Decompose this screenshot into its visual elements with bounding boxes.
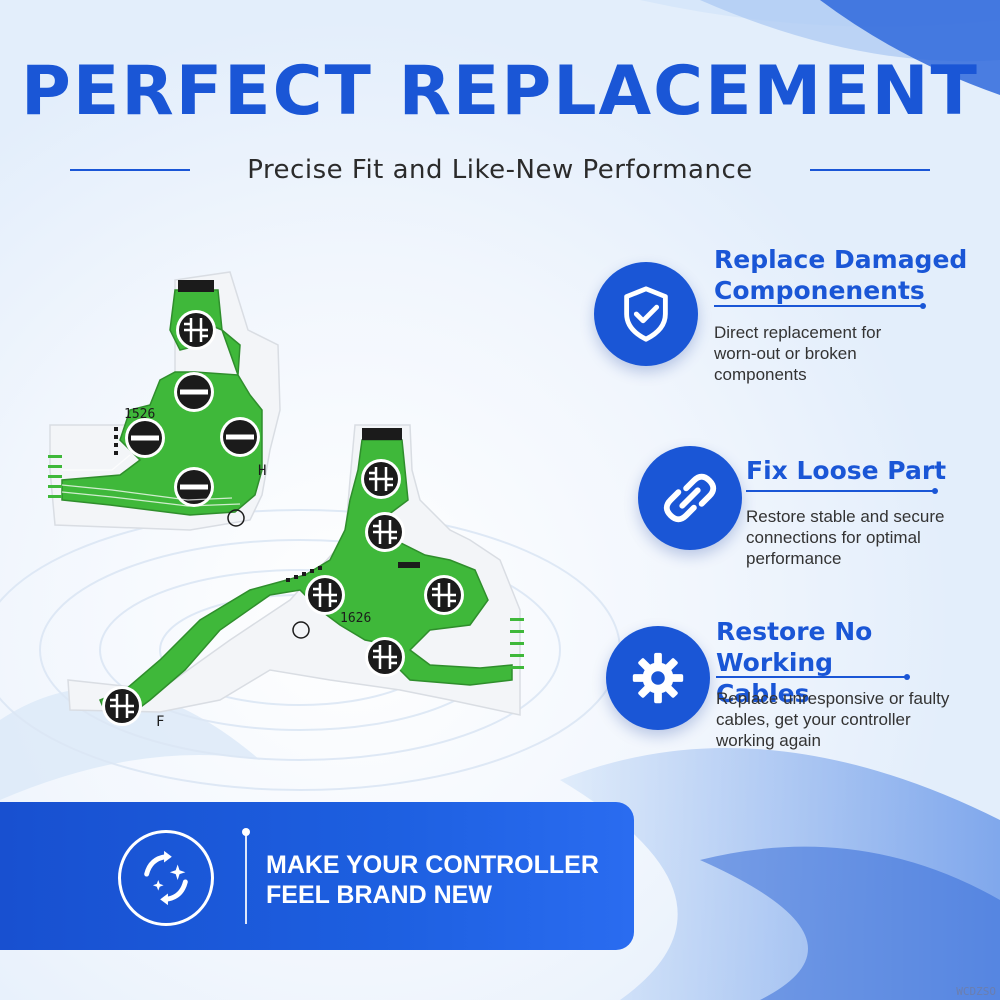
board-f-letter: F: [156, 714, 164, 730]
board-h-connector-top: [178, 280, 214, 292]
board-f: 1626 F: [67, 424, 524, 730]
subheadline-right-rule: [809, 169, 930, 171]
feature-underline: [714, 303, 926, 309]
banner-text: MAKE YOUR CONTROLLER FEEL BRAND NEW: [266, 851, 599, 909]
chain-link-icon: [638, 446, 742, 550]
board-h-code: 1526: [124, 407, 155, 422]
board-h-logo-icon: [227, 509, 245, 527]
board-f-logo-icon: [292, 621, 310, 639]
shield-check-icon: [594, 262, 698, 366]
board-h: 1526 H: [48, 271, 281, 531]
board-f-chip: [398, 562, 420, 568]
feature-title-replace-damaged: Replace Damaged Componenents: [714, 245, 968, 305]
board-f-code: 1626: [340, 611, 371, 626]
feature-desc-restore-cables: Replace unresponsive or faulty cables, g…: [716, 689, 950, 750]
feature-title-fix-loose: Fix Loose Part: [746, 456, 947, 485]
feature-title-restore-cables: Restore No Working Cables: [716, 617, 873, 708]
gear-icon: [606, 626, 710, 730]
banner-divider: [242, 828, 250, 924]
subheadline-left-rule: [70, 169, 190, 171]
refresh-sparkle-icon: [118, 830, 214, 926]
feature-underline: [746, 488, 938, 494]
board-h-letter: H: [258, 463, 266, 479]
feature-underline: [716, 674, 910, 680]
cta-banner: [0, 802, 634, 950]
page-headline: PERFECT REPLACEMENT: [21, 52, 979, 131]
board-h-trace: [61, 289, 263, 516]
feature-desc-fix-loose: Restore stable and secure connections fo…: [746, 507, 945, 568]
board-f-connector-top: [362, 428, 402, 440]
brand-watermark: WCDZSO: [956, 985, 996, 998]
subheadline: Precise Fit and Like-New Performance: [247, 155, 753, 185]
subheadline-row: Precise Fit and Like-New Performance: [70, 150, 930, 190]
feature-desc-replace-damaged: Direct replacement for worn-out or broke…: [714, 323, 882, 384]
